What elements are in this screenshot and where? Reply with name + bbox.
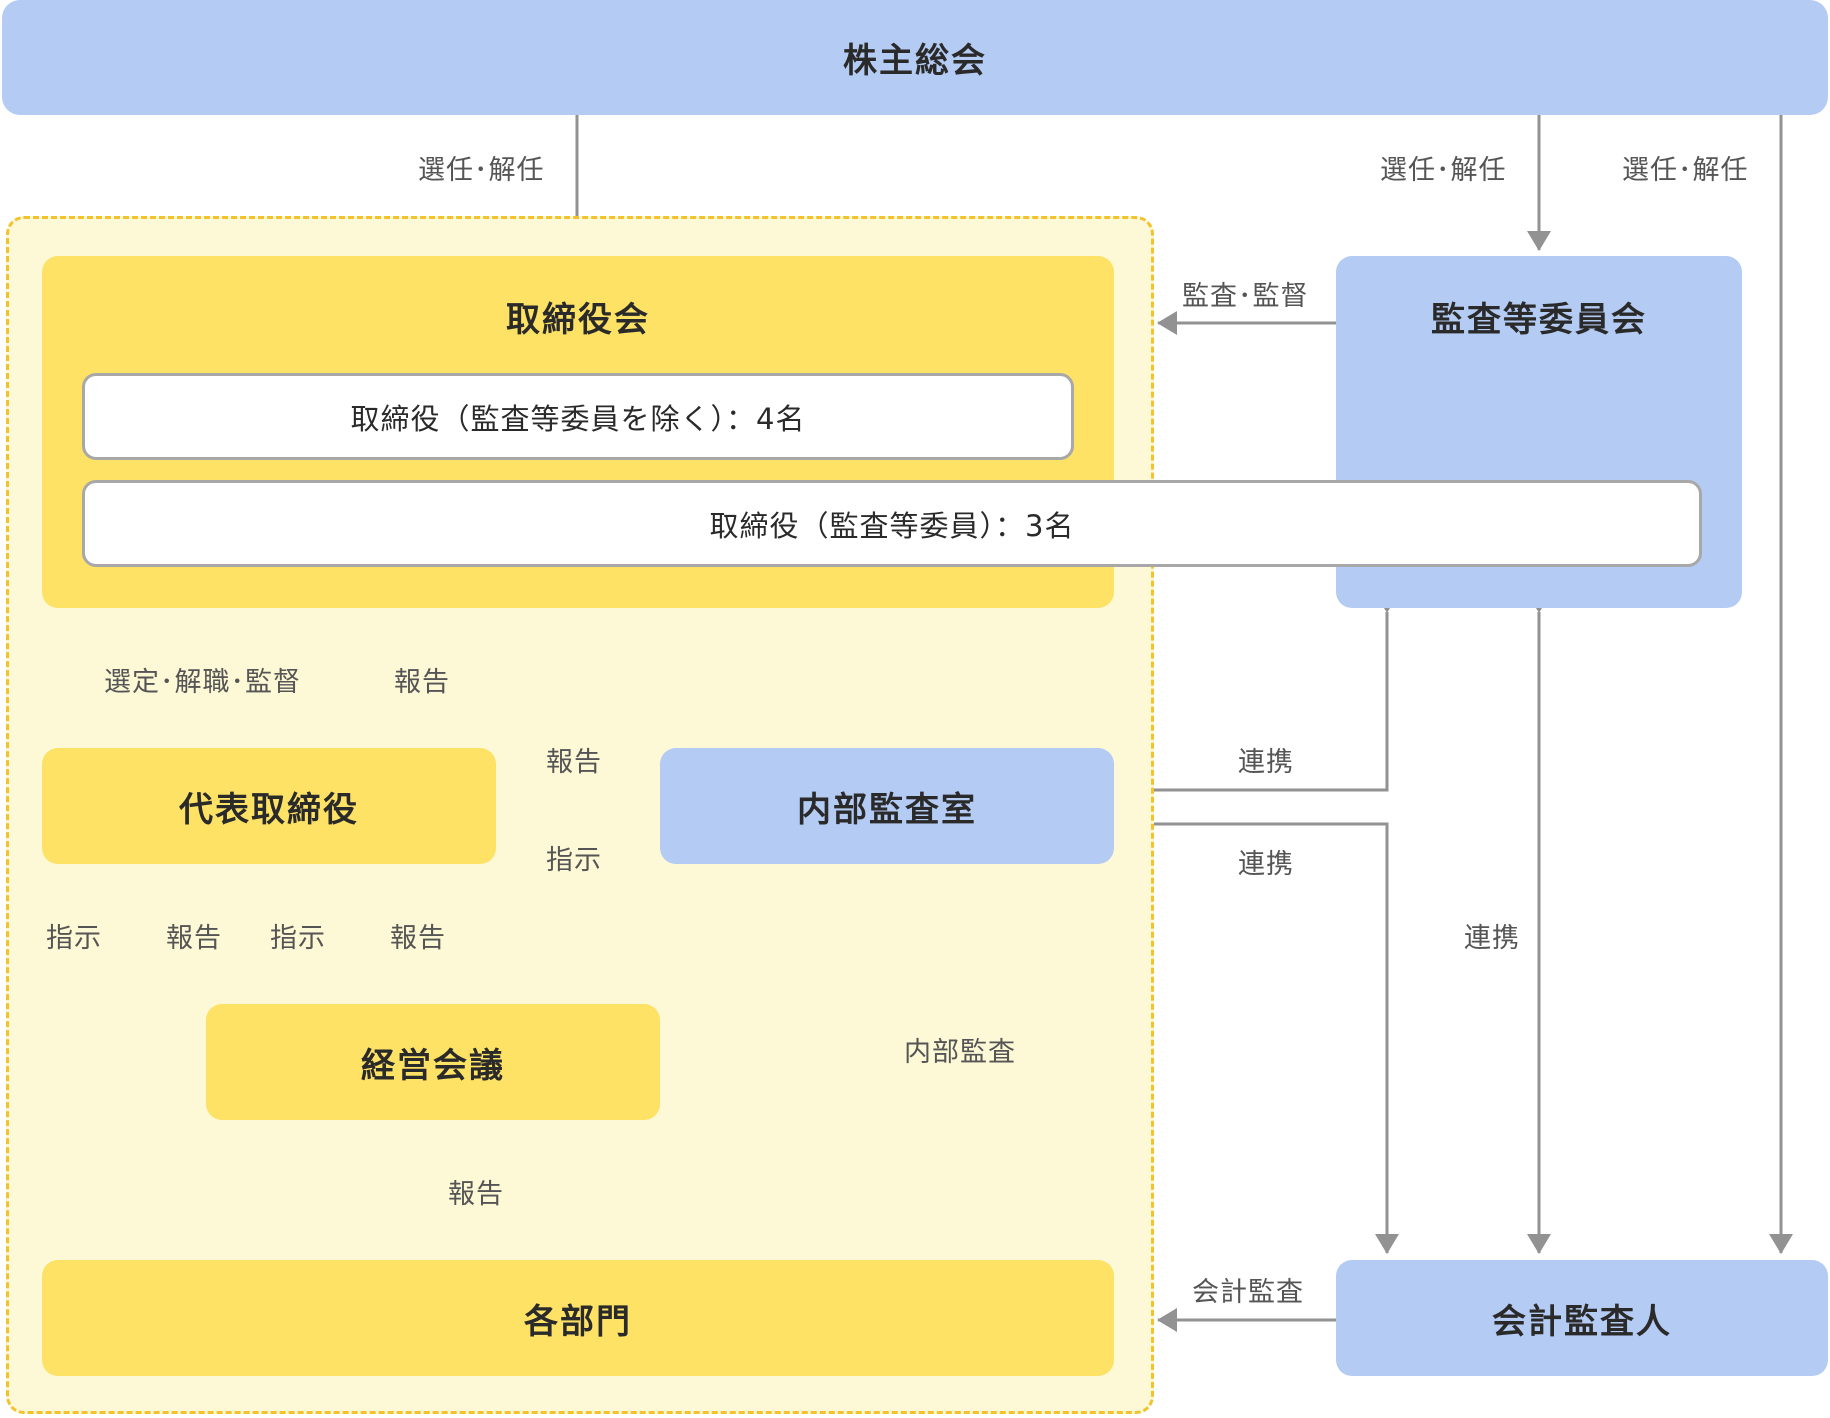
label-report-from-internal-audit: 報告: [546, 747, 602, 778]
label-accounting-audit: 会計監査: [1192, 1277, 1304, 1308]
label-coop-2: 連携: [1238, 849, 1294, 880]
label-instruct-departments: 指示: [46, 923, 102, 954]
board-of-directors-label: 取締役会: [506, 300, 650, 340]
directors-audit-box: 取締役（監査等委員）：3名: [82, 480, 1702, 567]
arrow-coop-1: [1120, 593, 1399, 802]
audit-committee-label: 監査等委員会: [1431, 300, 1647, 340]
label-instruct-internal-audit: 指示: [546, 845, 602, 876]
label-report-from-departments: 報告: [166, 923, 222, 954]
internal-audit-office-label: 内部監査室: [797, 789, 977, 830]
directors-non-audit-label: 取締役（監査等委員を除く）：4名: [350, 401, 806, 436]
accounting-auditor-label: 会計監査人: [1492, 1301, 1672, 1342]
internal-audit-office-box: 内部監査室: [660, 748, 1114, 864]
departments-box: 各部門: [42, 1260, 1114, 1376]
arrow-coop-2: [1102, 812, 1399, 1254]
directors-non-audit-box: 取締役（監査等委員を除く）：4名: [82, 373, 1074, 460]
label-elect-dismiss-audit-committee: 選任･解任: [1380, 155, 1507, 186]
management-meeting-box: 経営会議: [206, 1004, 660, 1120]
representative-director-box: 代表取締役: [42, 748, 496, 864]
label-internal-audit: 内部監査: [904, 1037, 1016, 1068]
label-select-dismiss-supervise: 選定･解職･監督: [104, 667, 301, 698]
label-coop-audit-accounting: 連携: [1464, 923, 1520, 954]
label-coop-1: 連携: [1238, 747, 1294, 778]
shareholders-meeting-box: 株主総会: [2, 0, 1828, 115]
label-instruct-management-meeting: 指示: [270, 923, 326, 954]
departments-label: 各部門: [524, 1301, 632, 1342]
label-audit-supervision: 監査･監督: [1182, 281, 1309, 312]
label-elect-dismiss-accounting-auditor: 選任･解任: [1622, 155, 1749, 186]
representative-director-label: 代表取締役: [179, 789, 359, 830]
accounting-auditor-box: 会計監査人: [1336, 1260, 1828, 1376]
directors-audit-label: 取締役（監査等委員）：3名: [709, 508, 1075, 543]
label-report-departments-to-meeting: 報告: [448, 1179, 504, 1210]
management-meeting-label: 経営会議: [361, 1045, 505, 1086]
label-report-from-management-meeting: 報告: [390, 923, 446, 954]
label-elect-dismiss-board: 選任･解任: [418, 155, 545, 186]
shareholders-meeting-label: 株主総会: [843, 41, 987, 81]
label-report-to-board: 報告: [394, 667, 450, 698]
